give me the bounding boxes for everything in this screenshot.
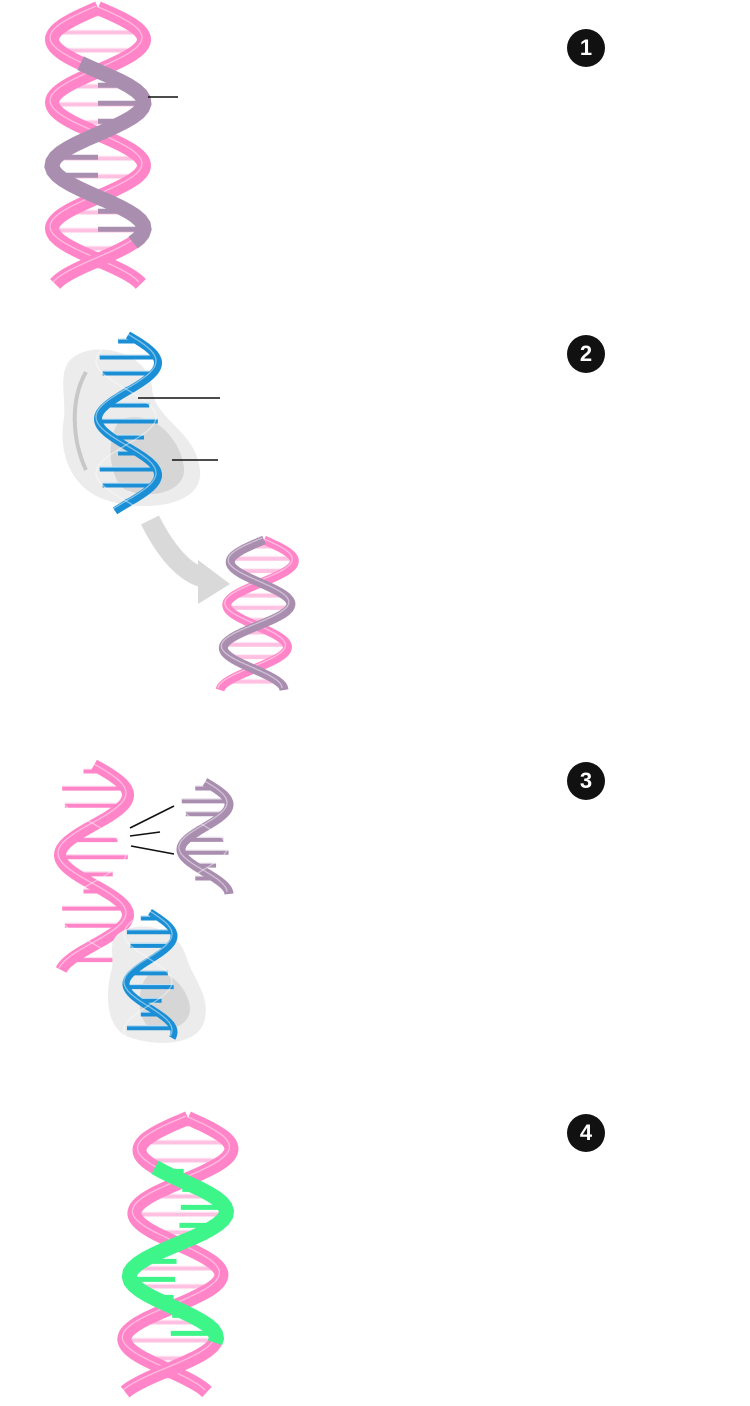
step-badge-3: 3 xyxy=(567,762,605,800)
strand-a xyxy=(53,759,135,973)
arrow-shaft xyxy=(141,515,208,588)
strand-b-highlight xyxy=(57,762,127,969)
cut-mark-line xyxy=(130,845,175,855)
target-region xyxy=(44,56,152,249)
strand-a xyxy=(93,331,163,515)
guide-rna-icon xyxy=(93,331,163,515)
strand-a xyxy=(176,778,234,895)
strand-b xyxy=(218,535,296,691)
arrow-head xyxy=(198,560,230,604)
curved-arrow-icon xyxy=(141,515,230,604)
strand-a xyxy=(122,909,178,1040)
dna-helix-icon xyxy=(117,1111,239,1398)
step-badge-1: 1 xyxy=(567,29,605,67)
strand-a xyxy=(44,1,152,289)
strand-a-highlight xyxy=(178,779,228,893)
guide-rna-icon xyxy=(122,909,178,1040)
cut-mark-line xyxy=(129,805,175,829)
strand-b-highlight xyxy=(178,779,228,893)
strand-a-highlight xyxy=(95,332,157,510)
protein-groove xyxy=(72,371,88,471)
strand-a-highlight xyxy=(57,762,127,969)
strand-a-highlight xyxy=(49,5,143,283)
strand-a xyxy=(215,535,299,692)
dna-helix-icon xyxy=(44,1,152,289)
strand-a-highlight xyxy=(217,537,293,689)
step-badge-2: 2 xyxy=(567,335,605,373)
strand-a-highlight xyxy=(121,1115,231,1391)
step-badge-4: 4 xyxy=(567,1114,605,1152)
strand-b-highlight xyxy=(220,537,290,689)
strand-b-highlight xyxy=(95,332,157,510)
strand-a xyxy=(117,1111,239,1398)
cut-dna-strand-icon xyxy=(53,759,135,973)
cut-mark-line xyxy=(129,831,161,837)
excised-fragment-icon xyxy=(176,778,234,895)
strand-b-highlight xyxy=(123,909,173,1037)
target-dna-icon xyxy=(215,535,299,692)
base-pair-rungs xyxy=(126,915,174,1031)
strand-a-highlight xyxy=(123,909,173,1037)
